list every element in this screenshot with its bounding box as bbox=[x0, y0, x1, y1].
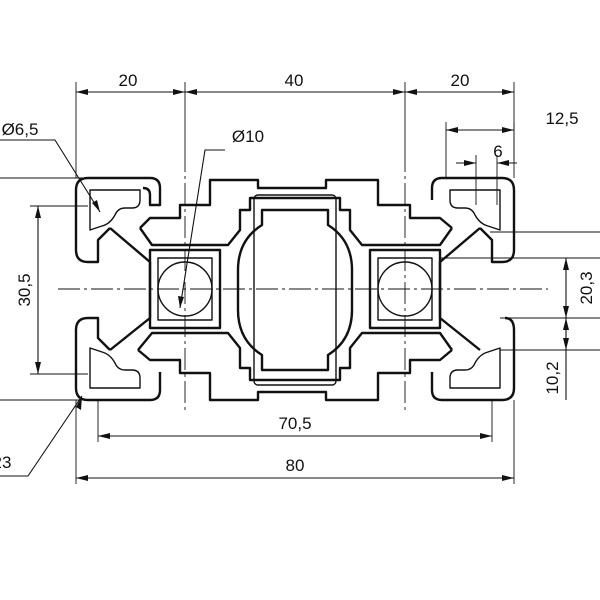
left-bore bbox=[157, 261, 213, 317]
slot-bottom-right bbox=[449, 347, 501, 389]
slot-top-right bbox=[449, 189, 501, 231]
dim-top-left-width: 20 bbox=[119, 71, 138, 90]
dim-overall-width: 80 bbox=[286, 456, 305, 475]
dim-slot-opening: 12,5 bbox=[545, 109, 578, 128]
dim-slot-lip: 6 bbox=[493, 142, 502, 161]
dim-inner-width: 70,5 bbox=[278, 414, 311, 433]
extension-lines bbox=[0, 82, 600, 484]
dim-bore-diameter: Ø10 bbox=[232, 127, 264, 146]
dim-small-bore: Ø6,5 bbox=[2, 120, 39, 139]
right-core-square bbox=[368, 248, 442, 330]
center-lines bbox=[58, 150, 548, 412]
dim-left-height: 30,5 bbox=[15, 273, 34, 306]
dim-corner-radius: 23 bbox=[0, 453, 11, 472]
dim-top-mid-width: 40 bbox=[285, 71, 304, 90]
profile-outer-contour bbox=[74, 176, 516, 402]
central-inner-cavity bbox=[253, 194, 337, 386]
central-cavity bbox=[236, 208, 354, 372]
dim-right-height-upper: 20,3 bbox=[577, 271, 596, 304]
right-bore bbox=[377, 261, 433, 317]
slot-bottom-left bbox=[89, 347, 141, 389]
dimension-labels: 20 40 20 12,5 6 Ø10 Ø6,5 30,5 20,3 10,2 … bbox=[0, 71, 596, 475]
dim-right-height-lower: 10,2 bbox=[543, 361, 562, 394]
left-core-square bbox=[148, 248, 222, 330]
dim-top-right-width: 20 bbox=[451, 71, 470, 90]
dimension-lines bbox=[0, 89, 569, 481]
slot-top-left bbox=[89, 189, 141, 231]
profile-body bbox=[74, 176, 516, 402]
